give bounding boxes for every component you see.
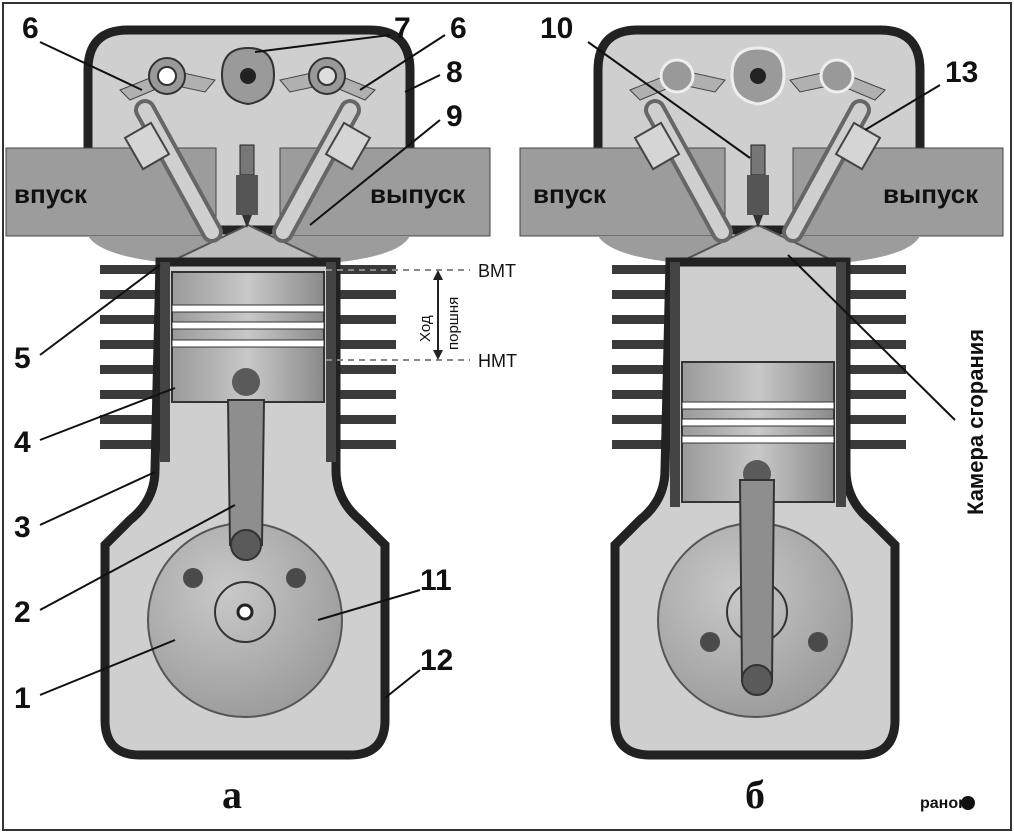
- exhaust-valve-a: [272, 99, 372, 243]
- intake-valve-b: [633, 99, 733, 243]
- cylinder-wall-right-b: [836, 262, 846, 507]
- callout-5: 5: [14, 342, 31, 375]
- piston-rings-a: [171, 304, 325, 348]
- chamber-label: Камера сгорания: [963, 329, 988, 515]
- callout-4: 4: [14, 426, 31, 459]
- callout-11: 11: [420, 564, 452, 597]
- callout-6-left: 6: [22, 12, 39, 45]
- crank-bolt-b-1: [700, 632, 720, 652]
- callout-12: 12: [420, 644, 453, 677]
- piston-pin-a: [232, 368, 260, 396]
- cylinder-wall-left-b: [670, 262, 680, 507]
- exhaust-label-b: выпуск: [883, 179, 979, 209]
- callout-8: 8: [446, 56, 463, 89]
- leader-lines: [39, 34, 956, 699]
- stroke-label-1: Ход: [417, 315, 434, 342]
- caption-a: а: [222, 772, 242, 817]
- intake-valve-a: [123, 99, 223, 243]
- callout-9: 9: [446, 100, 463, 133]
- caption-b: б: [745, 772, 765, 817]
- crank-bolt-a-2: [286, 568, 306, 588]
- callout-6-right: 6: [450, 12, 467, 45]
- exhaust-valve-b: [782, 99, 882, 243]
- cooling-fins-a: [100, 265, 396, 449]
- stroke-label-2: поршня: [445, 297, 462, 350]
- rod-pin-a: [230, 529, 262, 561]
- callout-13: 13: [945, 56, 978, 89]
- intake-label-a: впуск: [14, 179, 88, 209]
- engine-b: [519, 25, 1004, 760]
- callout-10: 10: [540, 12, 573, 45]
- callout-7: 7: [394, 12, 411, 45]
- callout-1: 1: [14, 682, 31, 715]
- camshaft-b: [730, 46, 786, 106]
- spark-plug-b: [747, 144, 769, 228]
- rocker-arms-b: [629, 58, 886, 101]
- crank-bolt-b-2: [808, 632, 828, 652]
- connecting-rod-b: [738, 479, 776, 681]
- piston-rings-b: [681, 401, 835, 444]
- cooling-fins-b: [612, 265, 906, 449]
- cylinder-wall-right-a: [326, 262, 336, 462]
- tdc-label: ВМТ: [478, 261, 516, 281]
- svg-text:ранок: ранок: [920, 795, 967, 812]
- crank-journal-a: [214, 581, 276, 643]
- callout-3: 3: [14, 511, 31, 544]
- rocker-arms-a: [119, 57, 376, 101]
- crank-shaft-a: [236, 603, 254, 621]
- bdc-label: НМТ: [478, 351, 517, 371]
- spark-plug-a: [236, 144, 258, 228]
- publisher-logo: ранок: [920, 795, 975, 812]
- exhaust-label-a: выпуск: [370, 179, 466, 209]
- intake-label-b: впуск: [533, 179, 607, 209]
- crank-bolt-a-1: [183, 568, 203, 588]
- engine-a: [5, 25, 491, 760]
- rod-pin-b: [741, 664, 773, 696]
- camshaft-a: [220, 46, 276, 106]
- cylinder-wall-left-a: [160, 262, 170, 462]
- connecting-rod-a: [226, 399, 266, 546]
- callout-2: 2: [14, 596, 31, 629]
